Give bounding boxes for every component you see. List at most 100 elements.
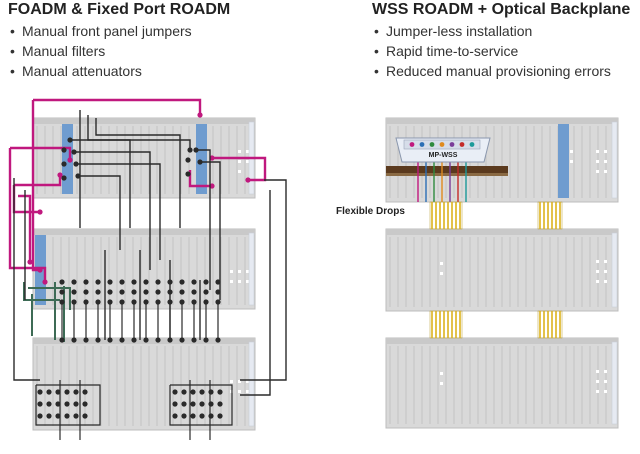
left-jumper-wiring: [8, 98, 287, 440]
status-led: [604, 280, 607, 283]
shelf-edge-panel: [611, 121, 618, 199]
bottom-connector: [46, 413, 52, 419]
status-led: [440, 272, 443, 275]
dark-jumper-8: [196, 149, 211, 290]
shelf-top-rail: [33, 118, 255, 124]
status-led: [596, 270, 599, 273]
patch-field-dot: [203, 289, 209, 295]
patch-field-dot: [59, 279, 65, 285]
backplane-bundle-outline: [537, 310, 563, 339]
dark-jumper-12: [240, 179, 287, 381]
status-led: [596, 150, 599, 153]
status-led: [604, 390, 607, 393]
bottom-connector: [82, 389, 88, 395]
wss-port: [439, 142, 445, 147]
upper-connector: [187, 147, 193, 153]
magenta-connector: [42, 279, 48, 285]
bottom-connector: [55, 389, 61, 395]
status-led: [238, 170, 241, 173]
shelf-chassis: [32, 228, 256, 310]
bottom-connector: [37, 401, 43, 407]
flex-drop-bundle-outline: [429, 201, 463, 230]
status-led: [596, 260, 599, 263]
wss-label: MP-WSS: [429, 152, 458, 159]
bottom-connector: [208, 401, 214, 407]
bottom-connector: [208, 389, 214, 395]
patch-field-dot: [71, 289, 77, 295]
upper-connector: [61, 175, 67, 181]
dark-jumper-3: [95, 118, 181, 228]
shelf-top-rail: [386, 229, 618, 235]
bottom-connector: [199, 389, 205, 395]
status-led: [440, 262, 443, 265]
bottom-connector: [172, 413, 178, 419]
upper-connector: [185, 157, 191, 163]
bottom-connector: [73, 389, 79, 395]
bottom-connector: [82, 413, 88, 419]
bottom-connector: [55, 401, 61, 407]
drop-connector: [131, 337, 137, 343]
wss-port: [449, 142, 455, 147]
flexible-drops-label: Flexible Drops: [336, 206, 405, 217]
status-led: [230, 380, 233, 383]
magenta-jumper-b: [8, 148, 47, 282]
shelf-edge-panel: [611, 232, 618, 308]
dark-jumper-7: [78, 175, 121, 250]
status-led: [246, 150, 249, 153]
bottom-connector: [64, 401, 70, 407]
magenta-connector: [57, 172, 63, 178]
bottom-connector: [199, 401, 205, 407]
shelf-edge-panel: [248, 341, 255, 427]
bottom-connector: [82, 401, 88, 407]
right-equipment-shelves: [385, 117, 619, 429]
green-jumper-a: [23, 282, 60, 301]
patch-field-dot: [83, 289, 89, 295]
drop-connector: [155, 337, 161, 343]
patch-field-dot: [119, 279, 125, 285]
bottom-connector: [37, 389, 43, 395]
status-led: [596, 280, 599, 283]
status-led: [604, 380, 607, 383]
patch-field-dot: [119, 289, 125, 295]
mp-wss-module: MP-WSS: [395, 137, 491, 163]
patch-field-dot: [155, 289, 161, 295]
status-led: [238, 280, 241, 283]
wss-port: [419, 142, 425, 147]
left-panel-header: FOADM & Fixed Port ROADM Manual front pa…: [8, 1, 230, 81]
bottom-connector: [217, 389, 223, 395]
magenta-connector: [27, 259, 33, 265]
bottom-connector: [73, 401, 79, 407]
backplane-band: [386, 166, 508, 173]
patch-field-dot: [155, 279, 161, 285]
status-led: [570, 160, 573, 163]
upper-connector: [71, 149, 77, 155]
status-led: [246, 280, 249, 283]
dark-jumper-9: [200, 161, 221, 300]
patch-field-dot: [215, 289, 221, 295]
right-shelf-bottom: [385, 337, 619, 429]
right-panel-header: WSS ROADM + Optical Backplane Jumper-les…: [372, 1, 630, 81]
status-led: [596, 370, 599, 373]
left-bullet-jumpers: Manual front panel jumpers: [8, 21, 230, 41]
backplane-bundle-outline: [429, 310, 463, 339]
drop-connector: [179, 337, 185, 343]
bottom-loop-left: [35, 384, 101, 426]
drop-connector: [71, 337, 77, 343]
bottom-connector: [181, 413, 187, 419]
patch-field-dot: [167, 279, 173, 285]
right-bullet-rapid: Rapid time-to-service: [372, 41, 630, 61]
bottom-connector: [73, 413, 79, 419]
magenta-jumper-e: [18, 194, 32, 262]
bottom-connector: [208, 413, 214, 419]
dark-jumper-5: [74, 151, 151, 270]
magenta-jumper-c: [14, 175, 62, 187]
shelf-edge-panel: [248, 232, 255, 306]
status-led: [596, 160, 599, 163]
flex-drop-bundle-outline: [537, 201, 563, 230]
status-led: [440, 372, 443, 375]
bottom-connector: [181, 401, 187, 407]
patch-field-dot: [191, 289, 197, 295]
magenta-connector: [67, 157, 73, 163]
patch-field-dot: [107, 279, 113, 285]
